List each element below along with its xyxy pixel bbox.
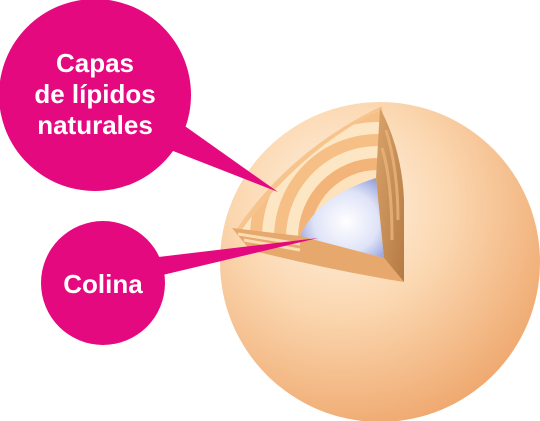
label-lipids-line1: Capas xyxy=(56,48,134,78)
callout-lipid-layers: Capas de lípidos naturales xyxy=(0,0,278,192)
label-lipids-line2: de lípidos xyxy=(34,79,155,109)
label-choline: Colina xyxy=(63,269,143,299)
label-lipids-line3: naturales xyxy=(37,110,153,140)
